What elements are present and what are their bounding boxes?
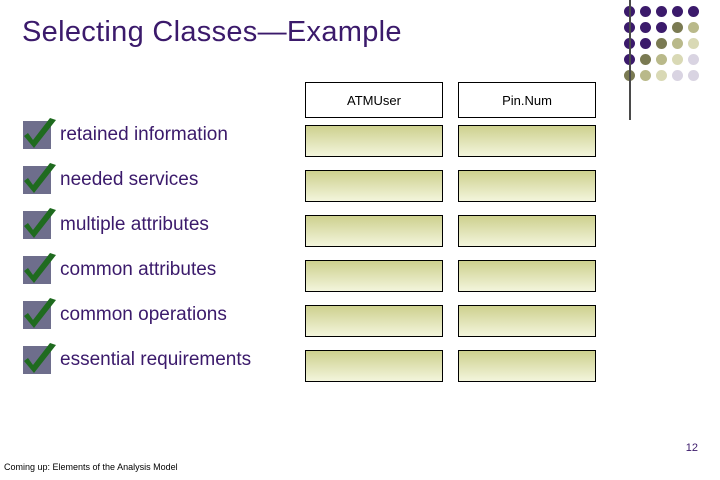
check-icon-mark: [24, 118, 56, 148]
dot: [688, 38, 699, 49]
check-icon: [20, 298, 56, 330]
dot: [672, 6, 683, 17]
list-item-label: retained information: [60, 124, 228, 145]
dot: [640, 6, 651, 17]
table-cell: [458, 260, 596, 292]
table-column-header: Pin.Num: [458, 82, 596, 118]
dot: [656, 22, 667, 33]
check-icon-mark: [24, 298, 56, 328]
check-icon-mark: [24, 163, 56, 193]
check-icon: [20, 163, 56, 195]
dot: [672, 38, 683, 49]
table-cell: [458, 170, 596, 202]
table-cell: [458, 215, 596, 247]
dot: [672, 22, 683, 33]
vertical-divider: [629, 0, 631, 120]
dot: [688, 6, 699, 17]
table-cell: [305, 260, 443, 292]
page-number: 12: [685, 442, 698, 454]
check-icon-mark: [24, 253, 56, 283]
check-icon: [20, 208, 56, 240]
dot: [640, 70, 651, 81]
dot: [688, 54, 699, 65]
list-item: needed services: [20, 163, 198, 197]
list-item: retained information: [20, 118, 228, 152]
dot: [672, 70, 683, 81]
dot: [672, 54, 683, 65]
list-item-label: common operations: [60, 304, 227, 325]
page-title: Selecting Classes—Example: [22, 16, 402, 48]
list-item: common attributes: [20, 253, 216, 287]
check-icon: [20, 118, 56, 150]
list-item-label: multiple attributes: [60, 214, 209, 235]
dot: [656, 70, 667, 81]
check-icon-mark: [24, 208, 56, 238]
check-icon: [20, 253, 56, 285]
footer-note: Coming up: Elements of the Analysis Mode…: [4, 462, 178, 472]
table-cell: [305, 305, 443, 337]
table-cell: [305, 170, 443, 202]
dot: [640, 38, 651, 49]
table-cell: [458, 305, 596, 337]
dot: [640, 54, 651, 65]
decorative-dot-grid: [624, 6, 712, 84]
list-item-label: common attributes: [60, 259, 217, 280]
table-column-header: ATMUser: [305, 82, 443, 118]
dot: [688, 70, 699, 81]
check-icon-mark: [24, 343, 56, 373]
table-cell: [305, 215, 443, 247]
list-item: essential requirements: [20, 343, 251, 377]
table-cell: [458, 125, 596, 157]
dot: [656, 54, 667, 65]
table-cell: [458, 350, 596, 382]
table-cell: [305, 350, 443, 382]
dot: [656, 38, 667, 49]
list-item-label: essential requirements: [60, 349, 252, 370]
list-item: common operations: [20, 298, 227, 332]
dot: [656, 6, 667, 17]
dot: [688, 22, 699, 33]
list-item: multiple attributes: [20, 208, 209, 242]
table-cell: [305, 125, 443, 157]
check-icon: [20, 343, 56, 375]
dot: [640, 22, 651, 33]
list-item-label: needed services: [60, 169, 199, 190]
